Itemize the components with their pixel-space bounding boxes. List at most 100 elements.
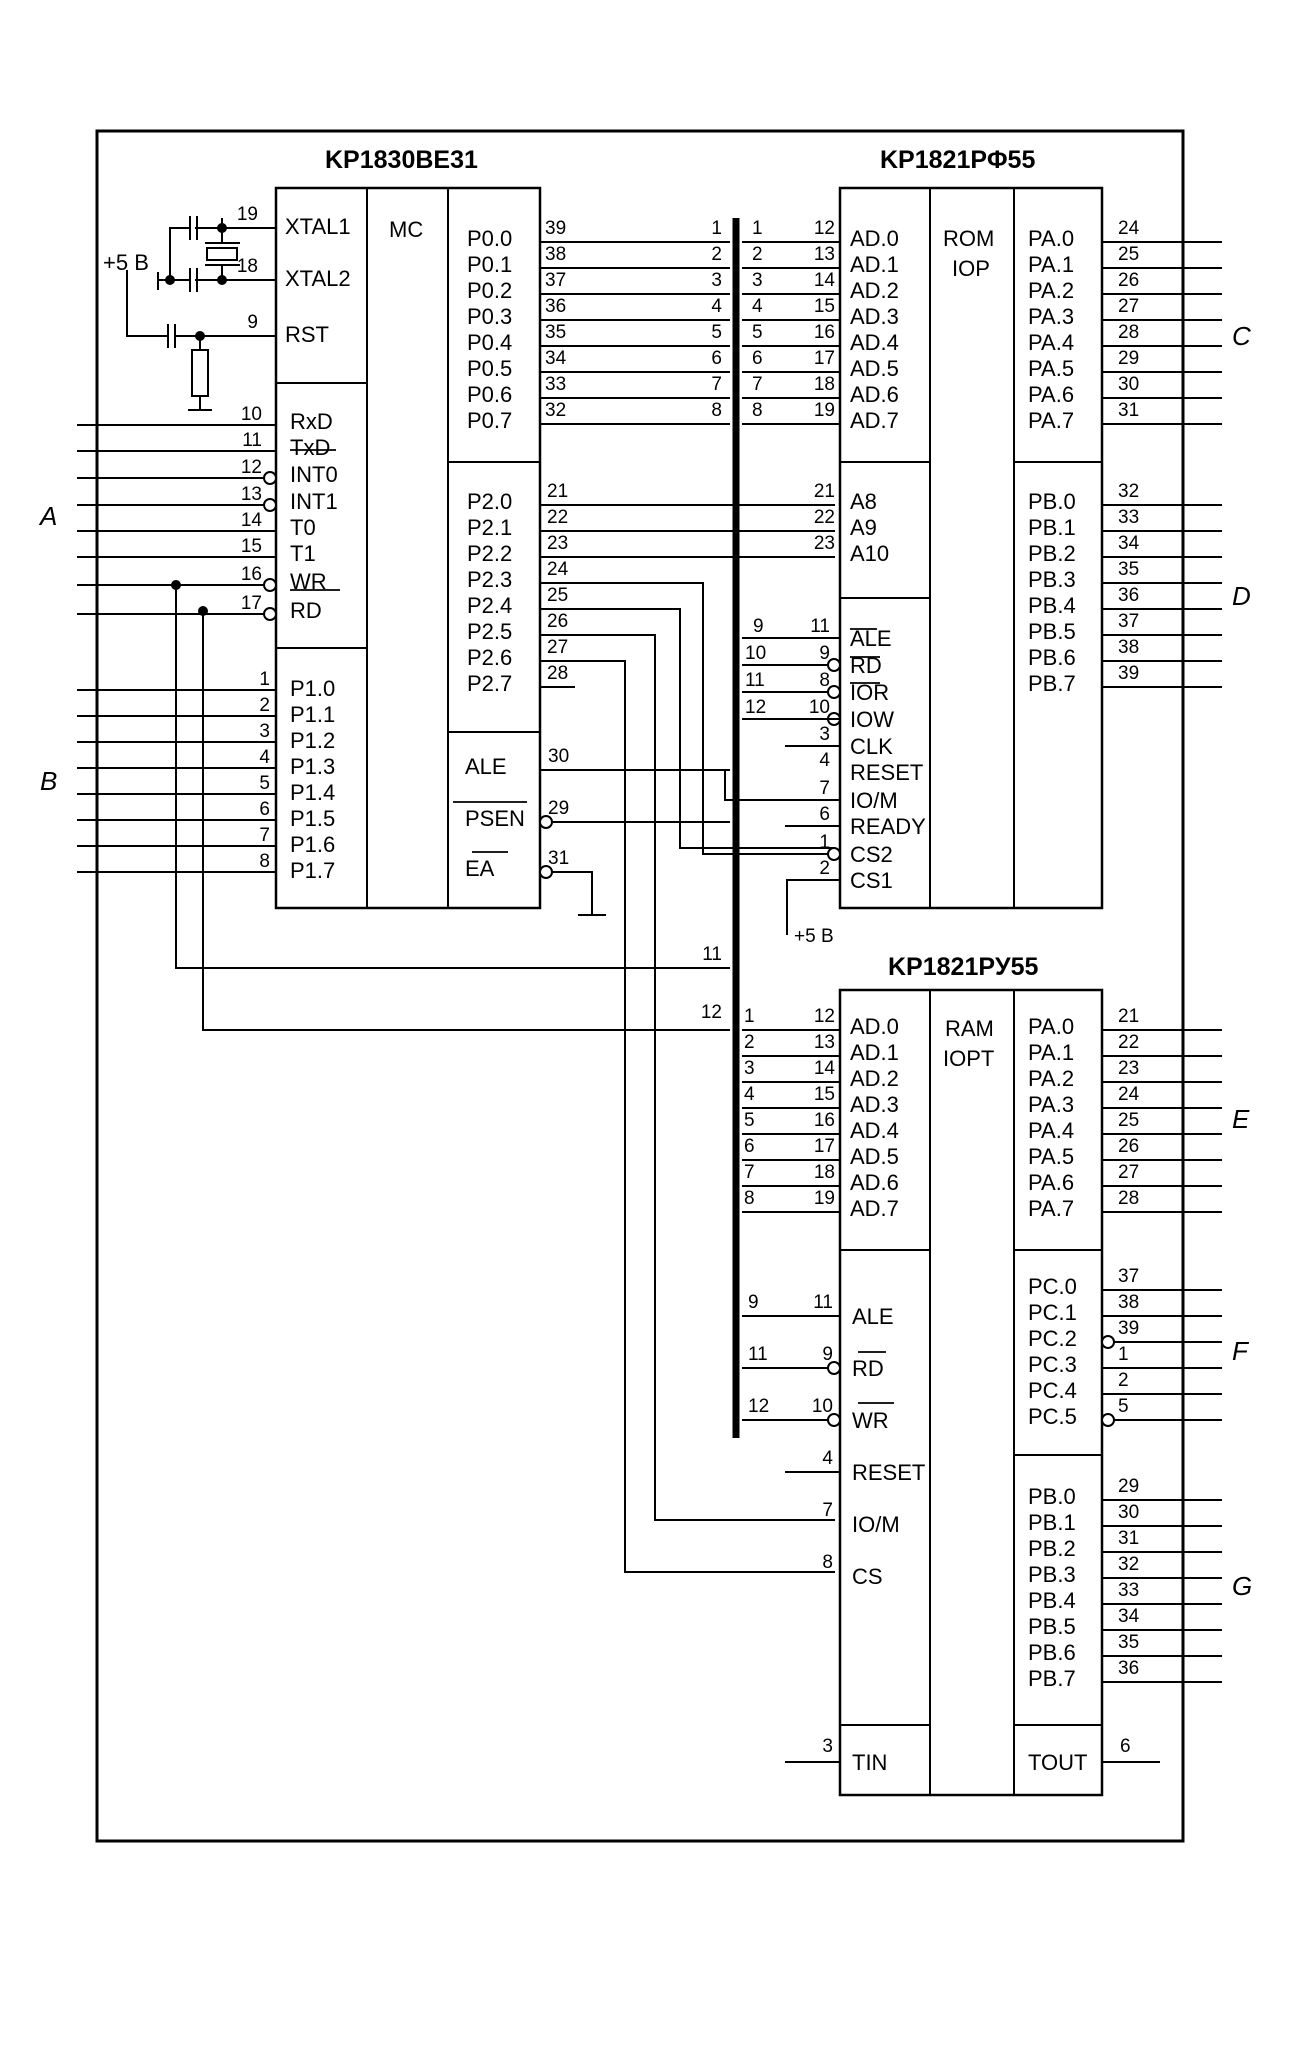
pin-signal: PA.2 (1028, 1066, 1074, 1091)
pin-number: 39 (1118, 1318, 1139, 1339)
pin-number: 22 (1118, 1032, 1139, 1053)
pin-signal: PC.5 (1028, 1404, 1077, 1429)
pin-number: 3 (819, 724, 830, 745)
pin-number: 11 (242, 430, 262, 451)
outer-frame (95, 129, 1185, 1843)
pin-number: 19 (814, 1188, 835, 1209)
pin-signal: TIN (852, 1750, 887, 1775)
pin-number: 17 (241, 593, 262, 614)
pin-signal: RxD (290, 409, 333, 434)
pin-signal: TOUT (1028, 1750, 1087, 1775)
pin-signal: AD.3 (850, 304, 899, 329)
pin-number: 29 (1118, 348, 1139, 369)
inversion-bubble (263, 498, 277, 512)
pin-number: 2 (819, 858, 830, 879)
pin-signal: A10 (850, 541, 889, 566)
pin-signal: PA.1 (1028, 252, 1074, 277)
inversion-bubble (1101, 1335, 1115, 1349)
bus-number: 9 (748, 1292, 759, 1313)
pin-number: 37 (545, 270, 566, 291)
pin-signal: PA.3 (1028, 304, 1074, 329)
pin-signal: PA.7 (1028, 408, 1074, 433)
bus-number: 4 (711, 296, 722, 317)
pin-signal: PA.5 (1028, 356, 1074, 381)
pin-signal: AD.0 (850, 226, 899, 251)
pin-signal: PC.4 (1028, 1378, 1077, 1403)
pin-number: 18 (237, 256, 258, 277)
pin-signal: P1.3 (290, 754, 335, 779)
bus-number: 7 (711, 374, 722, 395)
pin-number: 15 (814, 296, 835, 317)
pin-number: 10 (241, 404, 262, 425)
pin-signal: A8 (850, 489, 877, 514)
pin-signal: ALE (850, 626, 892, 651)
pin-signal: PB.1 (1028, 1510, 1076, 1535)
pin-signal: WR (852, 1408, 889, 1433)
pin-signal: PC.3 (1028, 1352, 1077, 1377)
pin-signal: ALE (852, 1304, 894, 1329)
pin-signal: PB.2 (1028, 541, 1076, 566)
pin-number: 25 (1118, 244, 1139, 265)
port-label-d: D (1232, 581, 1251, 611)
pin-signal: PA.6 (1028, 382, 1074, 407)
bus-number: 3 (752, 270, 763, 291)
pin-number: 27 (1118, 296, 1139, 317)
rom-body (838, 186, 1104, 910)
pin-signal: PB.5 (1028, 1614, 1076, 1639)
inversion-bubble (263, 471, 277, 485)
pin-signal: PA.7 (1028, 1196, 1074, 1221)
pin-number: 23 (1118, 1058, 1139, 1079)
pin-signal: AD.7 (850, 408, 899, 433)
pin-signal: PA.0 (1028, 226, 1074, 251)
junction-dot (165, 275, 175, 285)
pin-signal: PA.4 (1028, 330, 1074, 355)
bus-number: 9 (753, 616, 764, 637)
resistor (191, 349, 209, 397)
pin-signal: PC.2 (1028, 1326, 1077, 1351)
bus-number: 11 (748, 1344, 768, 1365)
ram-core-label: IOPT (943, 1046, 994, 1071)
pin-number: 32 (1118, 481, 1139, 502)
pin-number: 28 (1118, 322, 1139, 343)
rom-core-label: IOP (952, 256, 990, 281)
pin-number: 13 (814, 244, 835, 265)
pin-number: 24 (1118, 218, 1140, 239)
pin-signal: P2.2 (467, 541, 512, 566)
bus-number: 6 (744, 1136, 755, 1157)
bus-number: 8 (711, 400, 722, 421)
pin-number: 37 (1118, 1266, 1139, 1287)
pin-signal: INT0 (290, 462, 338, 487)
pin-number: 29 (1118, 1476, 1139, 1497)
bus-number: 8 (744, 1188, 755, 1209)
pin-number: 7 (259, 825, 270, 846)
bus-number: 10 (745, 643, 766, 664)
pin-signal: PB.6 (1028, 645, 1076, 670)
bus-number: 5 (744, 1110, 755, 1131)
pin-number: 5 (259, 773, 270, 794)
pin-signal: P2.1 (467, 515, 512, 540)
pin-signal: P1.1 (290, 702, 335, 727)
pin-signal: IOR (850, 680, 889, 705)
pin-signal: PA.4 (1028, 1118, 1074, 1143)
inversion-bubble (263, 607, 277, 621)
pin-signal: P0.2 (467, 278, 512, 303)
pin-signal: READY (850, 814, 926, 839)
pin-number: 16 (814, 322, 835, 343)
bus-number: 5 (711, 322, 722, 343)
pin-number: 22 (814, 507, 835, 528)
wr-wire (202, 611, 730, 1031)
chipselect-wire (540, 582, 704, 820)
bus-number: 12 (748, 1396, 769, 1417)
pin-signal: A9 (850, 515, 877, 540)
bus-number: 7 (752, 374, 763, 395)
pin-number: 15 (814, 1084, 835, 1105)
pin-number: 33 (545, 374, 566, 395)
pin-signal: PB.6 (1028, 1640, 1076, 1665)
bus-number: 5 (752, 322, 763, 343)
pin-number: 38 (1118, 637, 1139, 658)
pin-number: 14 (814, 270, 836, 291)
pin-signal: PA.0 (1028, 1014, 1074, 1039)
pin-signal: PSEN (465, 806, 525, 831)
bus-number: 3 (744, 1058, 755, 1079)
